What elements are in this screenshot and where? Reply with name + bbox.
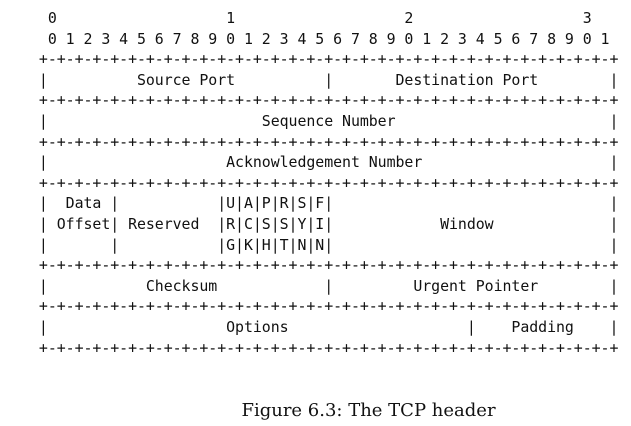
- checksum-urgent-row: | Checksum | Urgent Pointer |: [30, 276, 619, 295]
- sequence-number-row: | Sequence Number |: [30, 111, 619, 130]
- bit-tens-ruler: 0 1 2 3: [30, 9, 592, 27]
- tcp-header-diagram: 0 1 2 3 0 1 2 3 4 5 6 7 8 9 0 1 2 3 4 5 …: [30, 8, 619, 358]
- flags-row-line-2: | Offset| Reserved |R|C|S|S|Y|I| Window …: [30, 214, 619, 233]
- figure-caption: Figure 6.3: The TCP header: [241, 400, 496, 421]
- acknowledgement-number-row: | Acknowledgement Number |: [30, 153, 619, 172]
- row-separator: +-+-+-+-+-+-+-+-+-+-+-+-+-+-+-+-+-+-+-+-…: [30, 50, 619, 69]
- flags-row-line-3: | | |G|K|H|T|N|N| |: [30, 235, 619, 254]
- ports-row: | Source Port | Destination Port |: [30, 70, 619, 89]
- bit-units-ruler: 0 1 2 3 4 5 6 7 8 9 0 1 2 3 4 5 6 7 8 9 …: [30, 29, 610, 48]
- row-separator: +-+-+-+-+-+-+-+-+-+-+-+-+-+-+-+-+-+-+-+-…: [30, 338, 619, 357]
- row-separator: +-+-+-+-+-+-+-+-+-+-+-+-+-+-+-+-+-+-+-+-…: [30, 91, 619, 110]
- row-separator: +-+-+-+-+-+-+-+-+-+-+-+-+-+-+-+-+-+-+-+-…: [30, 297, 619, 316]
- row-separator: +-+-+-+-+-+-+-+-+-+-+-+-+-+-+-+-+-+-+-+-…: [30, 256, 619, 275]
- options-padding-row: | Options | Padding |: [30, 317, 619, 336]
- row-separator: +-+-+-+-+-+-+-+-+-+-+-+-+-+-+-+-+-+-+-+-…: [30, 132, 619, 151]
- flags-row-line-1: | Data | |U|A|P|R|S|F| |: [30, 194, 619, 213]
- row-separator: +-+-+-+-+-+-+-+-+-+-+-+-+-+-+-+-+-+-+-+-…: [30, 173, 619, 192]
